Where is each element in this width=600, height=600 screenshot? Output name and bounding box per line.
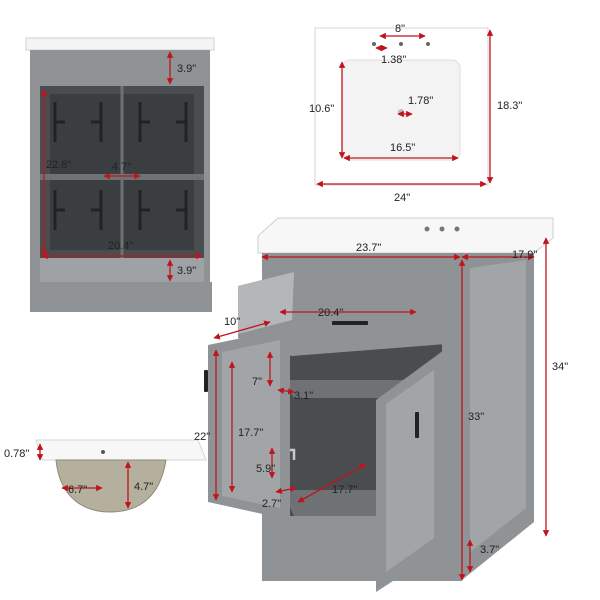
cabinet-depth-label: 17.9" — [512, 249, 537, 261]
faucet-spread-label: 8" — [395, 23, 405, 35]
front-center-gap-label: 4.7" — [112, 161, 131, 173]
profile-basin-depth-label: 4.7" — [134, 481, 153, 493]
door-shelf-depth-label: 2.7" — [262, 498, 281, 510]
cabinet-countertop — [257, 217, 554, 254]
total-height-label: 34" — [552, 361, 568, 373]
cabinet-height-label: 33" — [468, 411, 484, 423]
faucet-hole-icon — [454, 226, 460, 232]
faucet-hole-icon — [399, 42, 403, 46]
cabinet-width-label: 23.7" — [356, 242, 381, 254]
door-width-label: 10" — [224, 316, 240, 328]
cabinet-side-inset — [470, 260, 526, 552]
profile-thickness-label: 0.78" — [4, 448, 29, 460]
faucet-hole-icon — [101, 450, 105, 454]
top-depth-label: 18.3" — [497, 100, 522, 112]
hinge-icon — [53, 102, 188, 230]
faucet-hole-icon — [439, 226, 445, 232]
shelf-gap-label: 7" — [252, 376, 262, 388]
front-interior-height-label: 22.8" — [46, 159, 71, 171]
cabinet-right-door-inset — [386, 370, 434, 572]
drawer-width-label: 20.4" — [318, 307, 343, 319]
lower-gap-label: 5.9" — [256, 463, 275, 475]
door-handle-icon — [415, 412, 419, 438]
door-height-label: 22" — [194, 431, 210, 443]
front-middle-shelf — [40, 174, 204, 180]
front-interior-width-label: 20.4" — [108, 240, 133, 252]
basin-width-label: 16.5" — [390, 142, 415, 154]
drawer-handle-icon — [332, 321, 368, 325]
dim-line-shelf-depth — [297, 463, 367, 503]
door-shelf-width-label: 3.1" — [294, 390, 313, 402]
front-right-leg — [200, 282, 212, 312]
front-top-height-label: 3.9" — [177, 63, 196, 75]
cabinet-drawer-front — [238, 272, 294, 334]
hole-offset-label: 1.38" — [381, 54, 406, 66]
top-width-label: 24" — [394, 192, 410, 204]
faucet-hole-icon — [372, 42, 376, 46]
front-base-panel — [40, 258, 204, 282]
dim-line-door-width — [213, 320, 271, 340]
profile-basin-width-label: 6.7" — [68, 484, 87, 496]
dim-line-door-shelf-depth — [275, 485, 297, 495]
front-countertop — [25, 37, 215, 51]
faucet-hole-icon — [424, 226, 430, 232]
front-base-height-label: 3.9" — [177, 265, 196, 277]
cabinet-left-door-inset — [222, 340, 280, 508]
basin-depth-label: 10.6" — [309, 103, 334, 115]
profile-countertop — [35, 439, 207, 461]
shelf-depth-label: 17.7" — [332, 484, 357, 496]
door-shelf-height-label: 17.7" — [238, 427, 263, 439]
side-profile-view: 0.78" 6.7" 4.7" — [4, 439, 207, 513]
top-view: 8" 1.38" 10.6" 1.78" 16.5" 18.3" 24" — [309, 23, 522, 204]
front-view: 3.9" 22.8" 4.7" 20.4" 3.9" — [25, 37, 215, 312]
faucet-hole-icon — [426, 42, 430, 46]
front-left-leg — [30, 282, 42, 312]
cabinet-open-view: 23.7" 17.9" 20.4" 10" 22" 34" 33" 7" 3.1… — [194, 217, 568, 592]
leg-height-label: 3.7" — [480, 544, 499, 556]
drain-offset-label: 1.78" — [408, 95, 433, 107]
dim-line-door-shelf-width — [277, 387, 295, 395]
door-handle-icon — [204, 370, 208, 392]
